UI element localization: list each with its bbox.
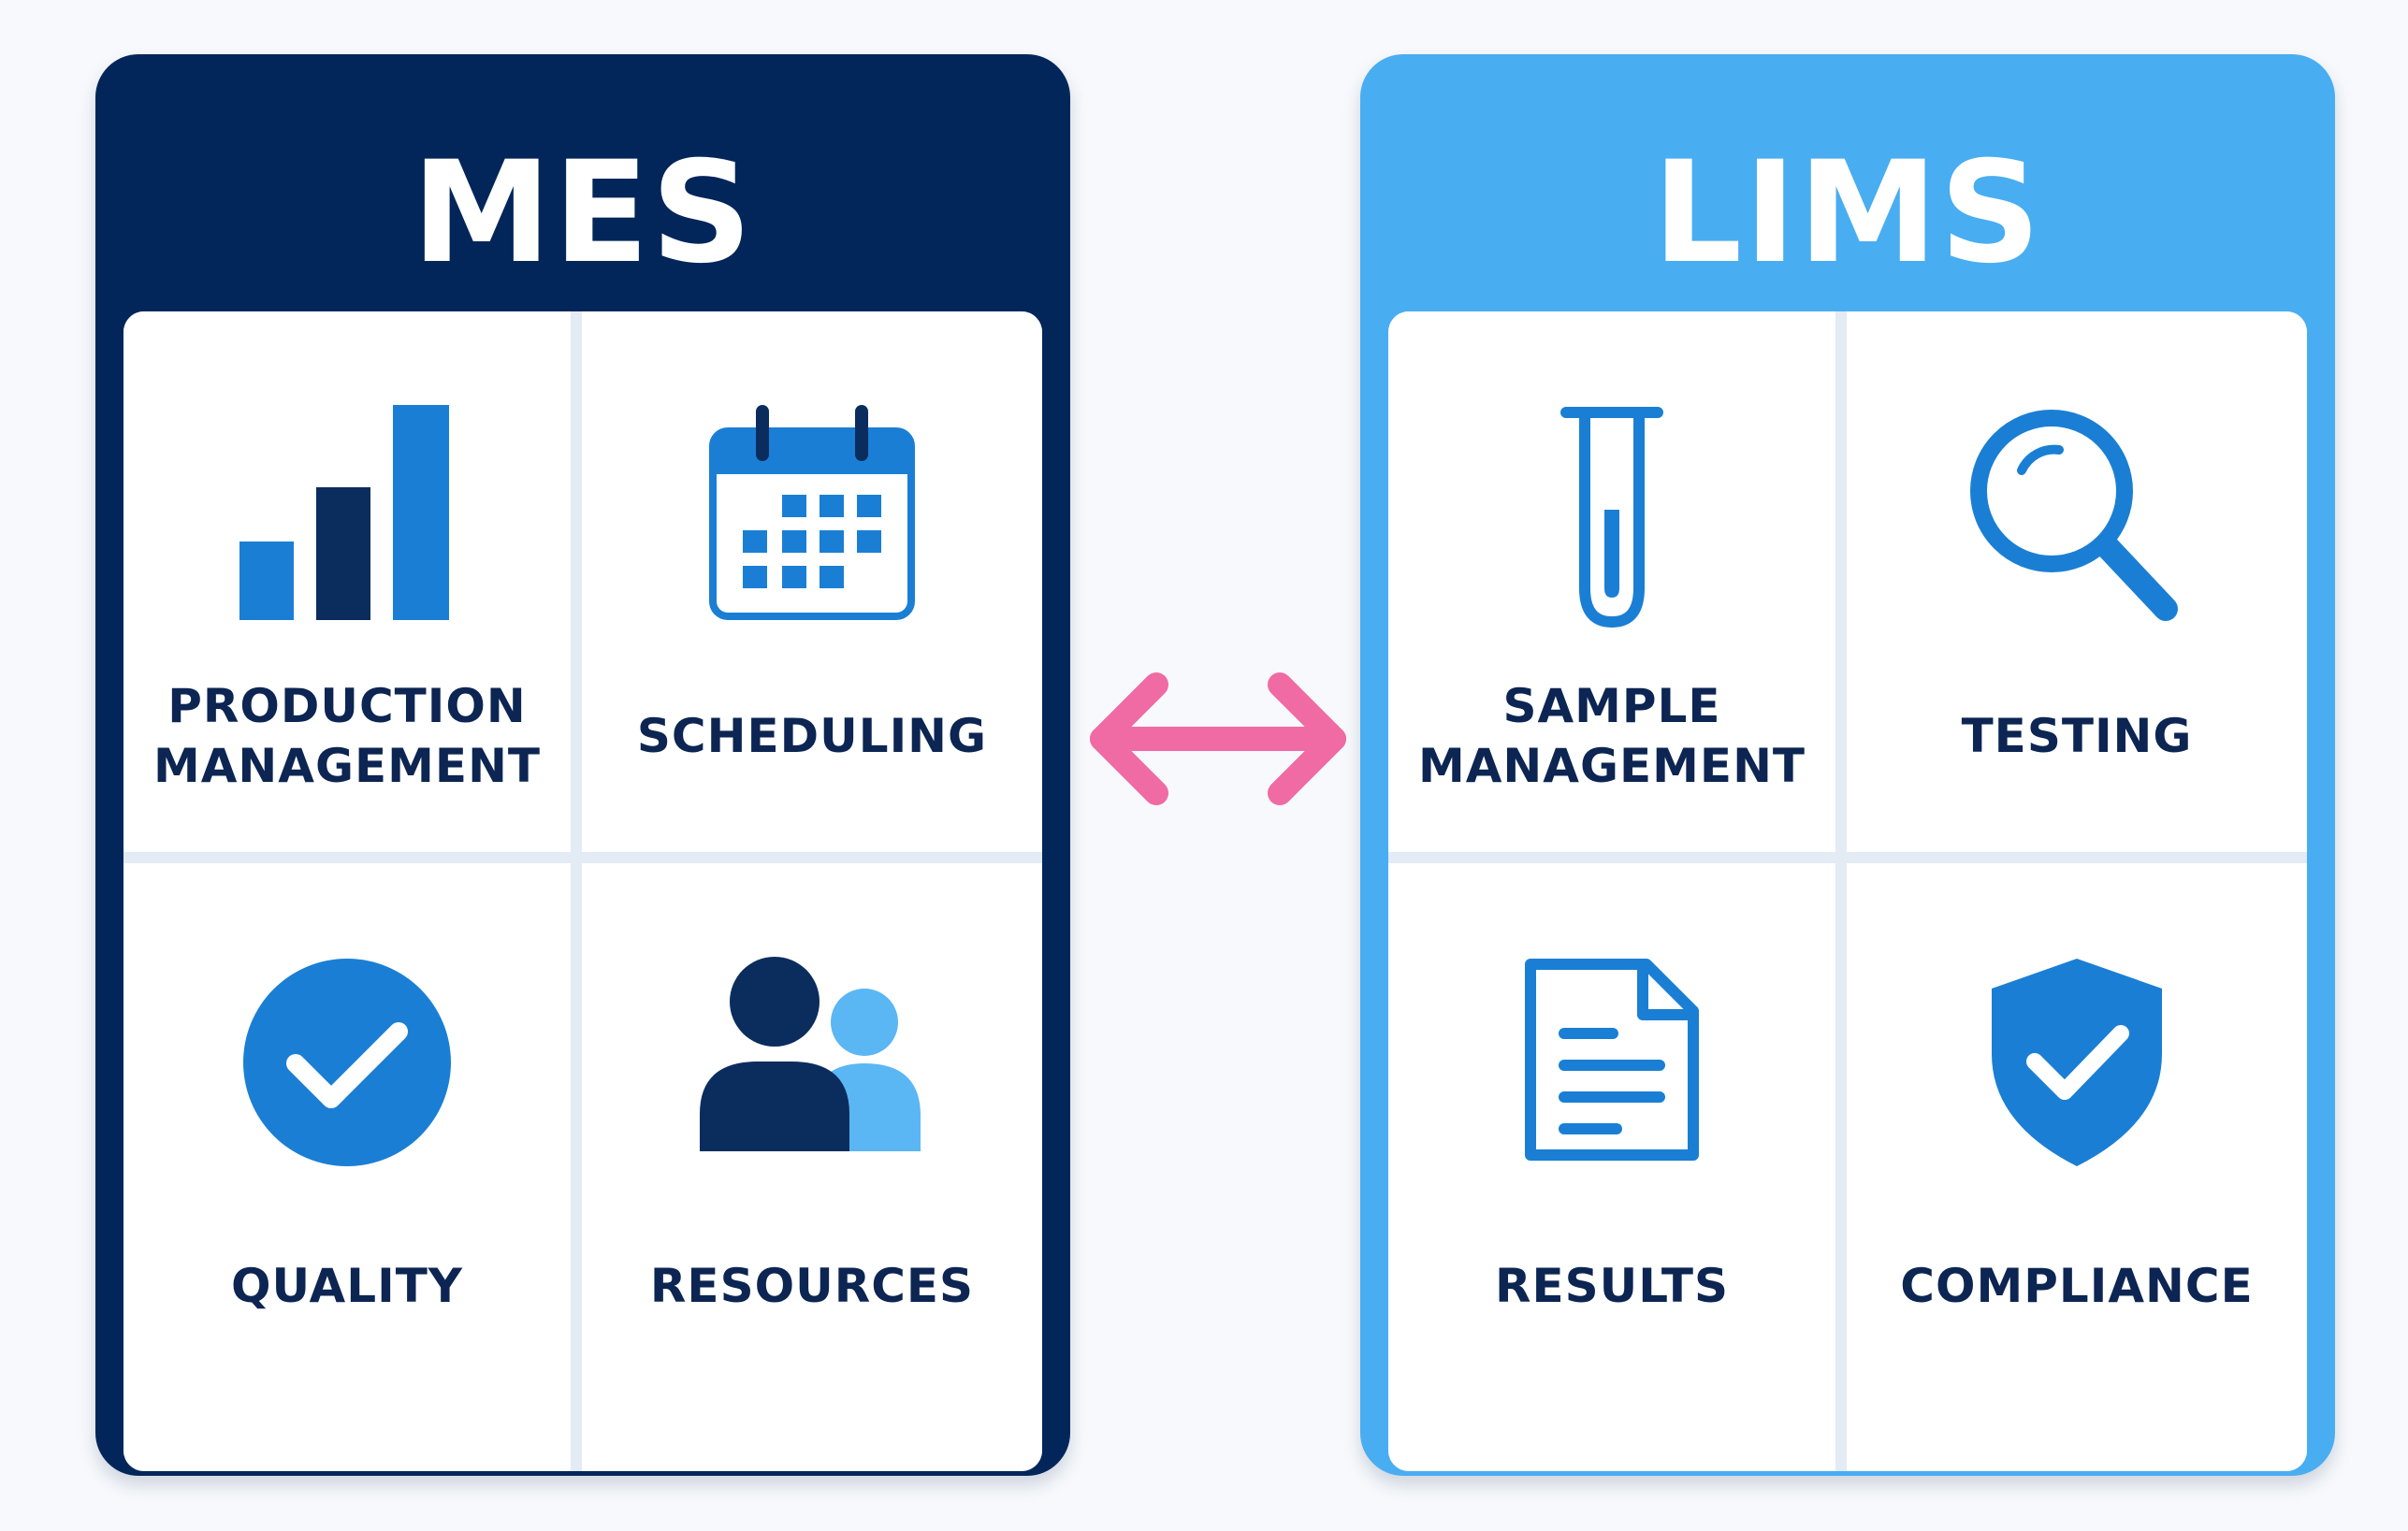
tile-label: PRODUCTION MANAGEMENT — [152, 679, 542, 793]
tile-production-management: PRODUCTION MANAGEMENT — [123, 311, 571, 852]
tile-scheduling: SCHEDULING — [582, 311, 1042, 852]
tile-label: SCHEDULING — [636, 709, 988, 763]
document-icon — [1525, 959, 1699, 1161]
tile-label: QUALITY — [230, 1259, 464, 1313]
calendar-icon — [709, 405, 915, 620]
tile-resources: RESOURCES — [582, 863, 1042, 1471]
mes-title: MES — [412, 132, 754, 295]
users-icon — [700, 957, 921, 1151]
tile-label: SAMPLE MANAGEMENT — [1417, 679, 1806, 793]
tile-quality: QUALITY — [123, 863, 571, 1471]
tile-testing: TESTING — [1847, 311, 2307, 852]
lims-title: LIMS — [1652, 132, 2043, 295]
bar-chart-icon — [239, 405, 449, 620]
tile-sample-management: SAMPLE MANAGEMENT — [1388, 311, 1835, 852]
lims-module-grid: SAMPLE MANAGEMENT TESTING RESUL — [1388, 311, 2307, 1471]
lims-panel: LIMS SAMPLE MANAGEMENT TESTING — [1360, 54, 2335, 1476]
tile-label: COMPLIANCE — [1900, 1259, 2254, 1313]
tile-label: RESULTS — [1495, 1259, 1729, 1313]
tile-label: TESTING — [1961, 709, 2193, 763]
tile-results: RESULTS — [1388, 863, 1835, 1471]
test-tube-icon — [1560, 407, 1663, 628]
shield-check-icon — [1992, 959, 2162, 1166]
tile-compliance: COMPLIANCE — [1847, 863, 2307, 1471]
double-arrow-icon — [1090, 672, 1346, 805]
magnifier-icon — [1970, 410, 2178, 621]
tile-label: RESOURCES — [649, 1259, 975, 1313]
check-circle-icon — [243, 959, 451, 1166]
mes-panel: MES PRODUCTION MANAGEMENT — [95, 54, 1070, 1476]
mes-module-grid: PRODUCTION MANAGEMENT SCHEDULING — [123, 311, 1042, 1471]
